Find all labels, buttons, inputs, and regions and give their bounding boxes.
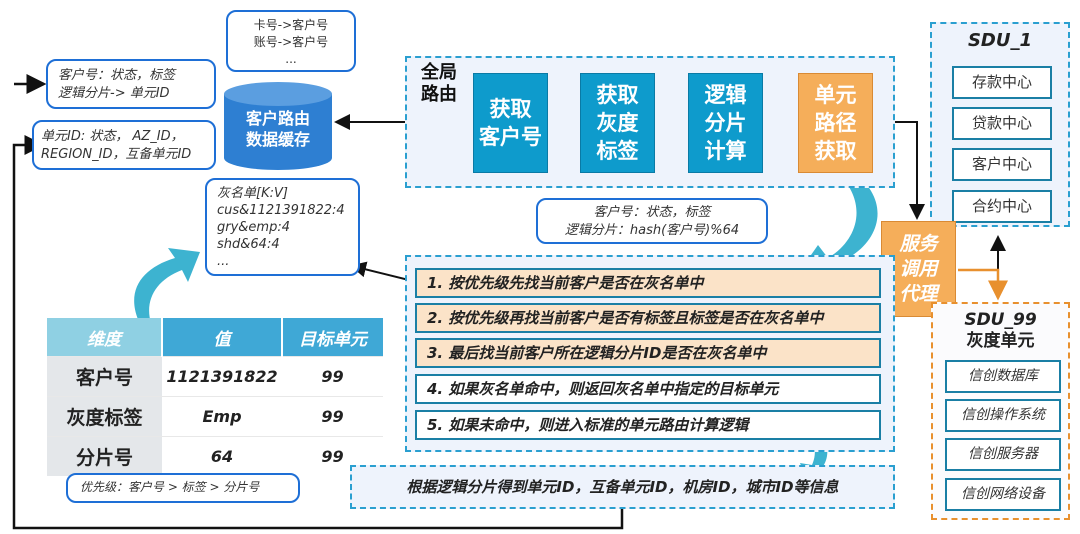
bubble-line: 单元ID: 状态， AZ_ID， [41,129,184,144]
rule-item: 2. 按优先级再找当前客户是否有标签且标签是否在灰名单中 [415,303,881,333]
table-header: 值 [161,318,282,357]
bubble-line: 逻辑分片：hash(客户号)%64 [564,223,740,238]
proxy-to-sdu99-line [958,268,1008,301]
service-xc-database[interactable]: 信创数据库 [945,360,1061,393]
priority-note-bubble: 优先级：客户号 > 标签 > 分片号 [66,473,300,503]
cache-label: 客户路由 [245,109,310,128]
rule-item: 4. 如果灰名单命中，则返回灰名单中指定的目标单元 [415,374,881,404]
bubble-line: 客户号：状态，标签 [593,205,711,220]
step-get-gray-tag[interactable]: 获取 灰度 标签 [580,73,655,173]
table-row: 客户号 1121391822 99 [47,356,383,397]
service-loan-center[interactable]: 贷款中心 [952,107,1052,140]
table-header: 目标单元 [281,318,383,357]
service-deposit-center[interactable]: 存款中心 [952,66,1052,99]
graylist-table: 维度 值 目标单元 客户号 1121391822 99 灰度标签 Emp 99 … [47,318,383,476]
rule-item: 1. 按优先级先找当前客户是否在灰名单中 [415,268,881,298]
shard-note-bubble: 客户号：状态，标签 逻辑分片：hash(客户号)%64 [536,198,768,244]
feedback-loop-line [12,135,624,530]
rule-item: 5. 如果未命中，则进入标准的单元路由计算逻辑 [415,410,881,440]
table-cell: 64 [162,436,282,476]
sdu-1-panel: SDU_1 存款中心 贷款中心 客户中心 合约中心 [930,22,1070,227]
service-xc-server[interactable]: 信创服务器 [945,438,1061,471]
bubble-line: cus&1121391822:4 [217,203,345,218]
global-routing-title: 全局 路由 [421,62,457,106]
routing-result-box: 根据逻辑分片得到单元ID，互备单元ID，机房ID，城市ID等信息 [350,465,895,509]
table-cell: 分片号 [47,436,162,476]
service-customer-center[interactable]: 客户中心 [952,148,1052,181]
graylist-bubble: 灰名单[K:V] cus&1121391822:4 gry&emp:4 shd&… [205,178,360,276]
title-line: 路由 [421,84,457,105]
table-header: 维度 [47,318,162,357]
title-line: 全局 [421,62,457,83]
step-get-customer-id[interactable]: 获取 客户号 [473,73,548,173]
table-cell: 99 [282,436,383,476]
bubble-line: 卡号->客户号 [253,18,329,32]
bubble-line: ... [285,52,297,66]
curve-arrow-table-to-graylist [134,248,200,340]
table-row: 分片号 64 99 [47,436,383,476]
customer-status-bubble: 客户号：状态，标签 逻辑分片-> 单元ID [46,59,216,109]
gray-rules-panel: 1. 按优先级先找当前客户是否在灰名单中 2. 按优先级再找当前客户是否有标签且… [405,255,895,452]
sdu-99-title: SDU_99 [964,310,1037,330]
sdu-1-title: SDU_1 [967,30,1033,51]
step-logical-shard[interactable]: 逻辑 分片 计算 [688,73,763,173]
table-cell: Emp [162,396,282,437]
table-row: 灰度标签 Emp 99 [47,396,383,437]
cache-database: 客户路由 数据缓存 [222,80,334,172]
unit-status-bubble: 单元ID: 状态， AZ_ID， REGION_ID，互备单元ID [32,120,216,170]
bubble-line: 逻辑分片-> 单元ID [58,86,170,101]
bubble-line: shd&64:4 [217,237,280,252]
step-unit-path[interactable]: 单元 路径 获取 [798,73,873,173]
table-cell: 1121391822 [162,356,282,397]
sdu-99-panel: SDU_99 灰度单元 信创数据库 信创操作系统 信创服务器 信创网络设备 [931,302,1070,520]
table-cell: 99 [282,396,383,437]
bubble-line: gry&emp:4 [217,220,290,235]
table-cell: 客户号 [47,356,162,397]
bubble-line: 客户号：状态，标签 [58,68,176,83]
table-cell: 99 [282,356,383,397]
bubble-line: ... [217,254,230,269]
bubble-line: 灰名单[K:V] [217,186,288,201]
cache-label: 数据缓存 [245,130,310,149]
sdu-99-subtitle: 灰度单元 [966,331,1035,351]
rule-item: 3. 最后找当前客户所在逻辑分片ID是否在灰名单中 [415,338,881,368]
database-cylinder-icon [224,82,332,170]
service-xc-os[interactable]: 信创操作系统 [945,399,1061,432]
bubble-line: REGION_ID，互备单元ID [41,147,192,162]
service-contract-center[interactable]: 合约中心 [952,190,1052,223]
service-xc-network[interactable]: 信创网络设备 [945,478,1061,511]
bubble-line: 账号->客户号 [253,35,329,49]
table-cell: 灰度标签 [47,396,162,437]
card-mapping-bubble: 卡号->客户号 账号->客户号 ... [226,10,356,72]
